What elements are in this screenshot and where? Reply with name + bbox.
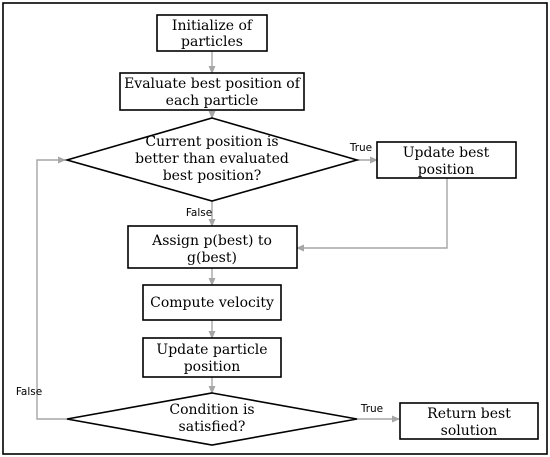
node-evaluate-line1: Evaluate best position of <box>124 76 302 92</box>
node-velocity-line1: Compute velocity <box>150 295 274 311</box>
node-assign-box <box>127 225 298 269</box>
label-condition-false: False <box>16 386 42 398</box>
node-condition-line2: satisfied? <box>179 419 246 435</box>
edge-condition-false-loop <box>36 156 67 420</box>
node-condition-line1: Condition is <box>169 402 254 418</box>
node-return-line1: Return best <box>427 406 511 422</box>
node-condition-diamond <box>66 392 358 446</box>
node-return-box <box>399 402 539 440</box>
node-initialize-box <box>156 14 268 52</box>
node-return: Return best solution <box>399 402 539 440</box>
node-update-particle-line1: Update particle <box>156 342 267 358</box>
node-update-best-box <box>376 141 517 179</box>
node-update-best-line2: position <box>418 162 475 178</box>
node-return-line2: solution <box>441 423 498 439</box>
node-assign-line1: Assign p(best) to <box>151 233 272 249</box>
node-update-particle-box <box>142 337 282 378</box>
label-condition-true: True <box>360 403 383 415</box>
node-assign-line2: g(best) <box>187 250 237 266</box>
node-compare-line1: Current position is <box>145 134 278 150</box>
node-evaluate-line2: each particle <box>166 93 259 109</box>
node-evaluate-box <box>119 72 305 111</box>
node-condition-decision: Condition is satisfied? <box>66 392 358 446</box>
node-evaluate: Evaluate best position of each particle <box>119 72 305 111</box>
node-initialize-line1: Initialize of <box>172 18 254 34</box>
node-update-best-line1: Update best <box>403 145 490 161</box>
node-update-particle-line2: position <box>184 359 241 375</box>
node-initialize-line2: particles <box>181 34 243 50</box>
node-compare-line2: better than evaluated <box>135 151 289 167</box>
node-compare-decision: Current position is better than evaluate… <box>64 117 360 202</box>
label-compare-false: False <box>186 207 212 219</box>
edge-update-best-to-assign <box>296 178 448 252</box>
node-assign: Assign p(best) to g(best) <box>127 225 298 269</box>
node-compare-line3: best position? <box>163 168 262 184</box>
node-velocity: Compute velocity <box>142 284 282 321</box>
node-update-best: Update best position <box>376 141 517 179</box>
node-update-particle: Update particle position <box>142 337 282 378</box>
node-initialize: Initialize of particles <box>156 14 268 52</box>
label-compare-true: True <box>349 142 372 154</box>
node-compare-diamond <box>64 117 360 202</box>
node-velocity-box <box>142 284 282 321</box>
